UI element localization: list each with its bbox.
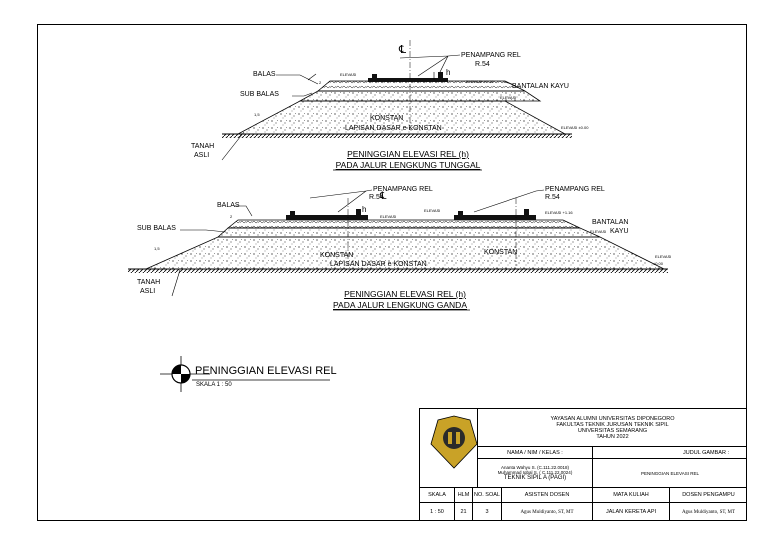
legend-scale: SKALA 1 : 50	[196, 382, 232, 388]
label-elevasi-000: ELEVASI ±0.00	[561, 125, 589, 130]
label-penampang-rel-right: PENAMPANG REL	[545, 186, 605, 193]
bottom-title-line1: PENINGGIAN ELEVASI REL (h)	[344, 289, 466, 299]
rail-right	[438, 72, 443, 78]
university-logo-icon	[430, 415, 478, 469]
ground-hatch	[128, 269, 668, 273]
label-konstan-right: KONSTAN	[484, 249, 518, 256]
label-h: h	[446, 68, 451, 77]
sleeper-right	[454, 215, 536, 220]
value-dosen: Agus Muldiyanto, ST, MT	[681, 509, 736, 515]
label-slope-15: 1,5	[254, 112, 260, 117]
value-mata-kuliah: JALAN KERETA API	[593, 503, 670, 521]
students-cell: Ananta Wahyu S. (C.111.22.0018) Muhammad…	[478, 459, 593, 488]
sleeper	[368, 78, 448, 82]
label-elevasi-mid: ELEVASI	[500, 95, 517, 100]
judul-value: PENINGGIAN ELEVASI REL	[593, 459, 747, 488]
label-elevasi-kayu: ELEVASI	[590, 229, 607, 234]
title-block: YAYASAN ALUMNI UNIVERSITAS DIPONEGORO FA…	[419, 408, 747, 521]
kelas: TEKNIK SIPIL A (PAGI)	[503, 475, 567, 481]
label-elevasi-center: ELEVASI	[424, 208, 441, 213]
logo-cell	[420, 409, 478, 488]
header-asisten: ASISTEN DOSEN	[502, 488, 593, 503]
label-bantalan-kayu: BANTALAN KAYU	[512, 83, 569, 90]
institution-line: UNIVERSITAS SEMARANG	[577, 427, 648, 434]
centerline-symbol: ℄	[380, 191, 387, 202]
label-kayu: KAYU	[610, 228, 629, 235]
institution-cell: YAYASAN ALUMNI UNIVERSITAS DIPONEGORO FA…	[478, 409, 747, 447]
top-title-line1: PENINGGIAN ELEVASI REL (h)	[347, 149, 469, 159]
student-2: Muhammad Iqbal S. ( C.111.22.0024)	[497, 470, 573, 475]
label-konstan: KONSTAN	[370, 115, 404, 122]
header-no-soal: NO. SOAL	[473, 488, 502, 503]
institution-line: FAKULTAS TEKNIK JURUSAN TEKNIK SIPIL	[556, 421, 669, 428]
ballast-layer	[316, 80, 526, 92]
label-elevasi-116: ELEVASI +1.16	[545, 210, 573, 215]
label-penampang-rel-left: PENAMPANG REL	[373, 186, 433, 193]
ground-hatch	[222, 134, 572, 138]
value-skala: 1 : 50	[420, 503, 455, 521]
label-rel-type: R.54	[475, 61, 490, 68]
header-mata-kuliah: MATA KULIAH	[593, 488, 670, 503]
label-elevasi-000: ±0.00	[653, 261, 663, 266]
legend-title: PENINGGIAN ELEVASI REL	[195, 365, 337, 377]
value-no-soal: 3	[473, 503, 502, 521]
judul-label: JUDUL GAMBAR :	[593, 447, 747, 459]
header-skala: SKALA	[420, 488, 455, 503]
sleeper-left	[286, 215, 368, 220]
label-sub-balas: SUB BALAS	[137, 225, 176, 232]
nama-label: NAMA / NIM / KELAS :	[478, 447, 593, 459]
single-track-section	[221, 40, 572, 161]
label-slope-2: 2	[319, 80, 322, 85]
label-sub-balas: SUB BALAS	[240, 91, 279, 98]
label-balas: BALAS	[217, 202, 240, 209]
label-tanah: TANAH	[137, 279, 161, 286]
institution-line: YAYASAN ALUMNI UNIVERSITAS DIPONEGORO	[550, 415, 675, 422]
value-asisten: Agus Muldiyanto, ST, MT	[502, 503, 593, 521]
value-hlm: 21	[455, 503, 473, 521]
label-bantalan: BANTALAN	[592, 219, 629, 226]
top-title-line2: PADA JALUR LENGKUNG TUNGGAL	[335, 160, 481, 170]
double-track-section	[128, 189, 668, 297]
centerline-symbol: ℄	[399, 44, 407, 56]
label-elevasi-right: ELEVASI	[655, 254, 672, 259]
sub-ballast-layer	[216, 227, 601, 238]
label-slope-2: 2	[230, 214, 233, 219]
header-hlm: HLM	[455, 488, 473, 503]
label-balas: BALAS	[253, 71, 276, 78]
rail-left	[372, 74, 377, 78]
ballast-layer	[226, 219, 581, 229]
label-tanah: TANAH	[191, 143, 215, 150]
label-penampang-rel: PENAMPANG REL	[461, 52, 521, 59]
label-asli: ASLI	[140, 288, 156, 295]
label-lapisan: LAPISAN DASAR e KONSTAN	[345, 125, 442, 132]
header-dosen: DOSEN PENGAMPU	[670, 488, 747, 503]
institution-line: TAHUN 2022	[596, 433, 629, 440]
label-konstan-left: KONSTAN	[320, 252, 354, 259]
label-elevasi: ELEVASI	[340, 72, 357, 77]
label-h: h	[362, 205, 367, 214]
bottom-title-line2: PADA JALUR LENGKUNG GANDA	[333, 300, 467, 310]
drawing-frame	[37, 24, 747, 521]
section-marker-icon	[160, 356, 330, 392]
label-asli: ASLI	[194, 152, 210, 159]
label-lapisan: LAPISAN DASAR e KONSTAN	[330, 261, 427, 268]
label-rel-left: R.54	[369, 194, 384, 201]
label-rel-right: R.54	[545, 194, 560, 201]
label-elevasi-116: ELEVASI +1.16	[466, 79, 494, 84]
label-slope-15: 1,5	[154, 246, 160, 251]
student-1: Ananta Wahyu S. (C.111.22.0018)	[501, 465, 569, 470]
label-elevasi-left: ELEVASI	[380, 214, 397, 219]
